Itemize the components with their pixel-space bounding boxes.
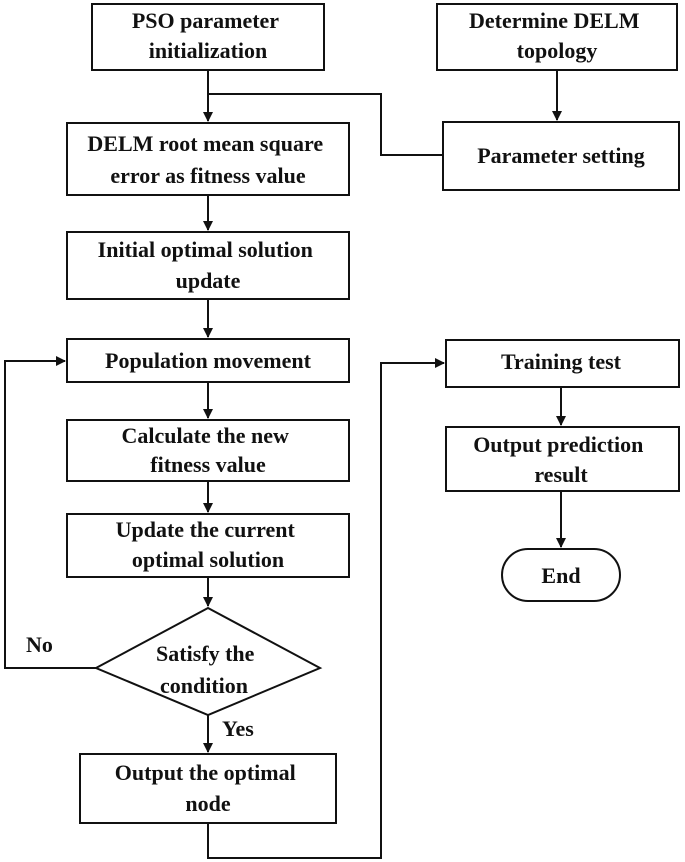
population-movement-label: Population movement — [105, 348, 312, 373]
training-test-box — [445, 339, 680, 388]
line-parameter-to-main — [208, 93, 443, 156]
output-optimal-label: Output the optimal node — [115, 760, 301, 816]
training-test-label: Training test — [501, 349, 622, 374]
end-label: End — [541, 563, 580, 588]
no-label: No — [26, 632, 53, 657]
fitness-value-label: DELM root mean square error as fitness v… — [87, 131, 328, 188]
initial-optimal-label: Initial optimal solution update — [98, 237, 319, 293]
parameter-setting-label: Parameter setting — [477, 143, 645, 168]
end-terminal — [501, 548, 621, 602]
calc-fitness-label: Calculate the new fitness value — [122, 423, 295, 477]
output-prediction-label: Output prediction result — [473, 432, 649, 487]
determine-topology-label: Determine DELM topology — [469, 8, 645, 63]
satisfy-condition-label: Satisfy the condition — [156, 641, 260, 698]
pso-init-label: PSO parameter initialization — [132, 8, 284, 63]
arrow-no-loop — [4, 356, 96, 669]
update-current-label: Update the current optimal solution — [116, 517, 301, 572]
yes-label: Yes — [222, 716, 254, 741]
arrow-output-to-training — [207, 358, 445, 859]
output-prediction-box — [445, 426, 680, 492]
